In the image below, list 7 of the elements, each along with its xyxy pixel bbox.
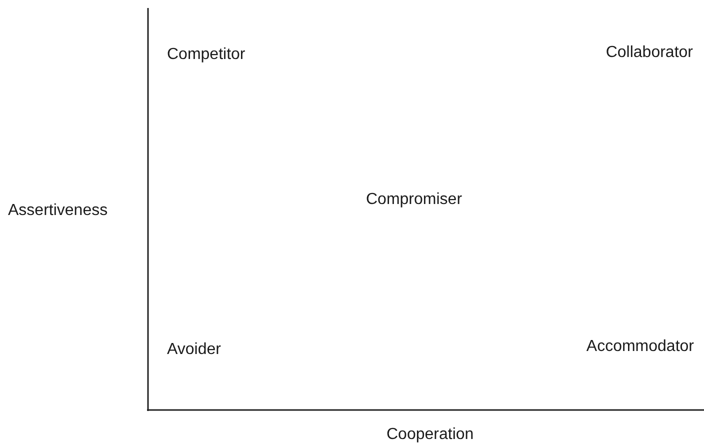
quadrant-label: Avoider [167,340,221,360]
axis-title: Assertiveness [8,201,108,221]
quadrant-label: Competitor [167,45,246,65]
axis-title: Cooperation [386,425,474,445]
quadrant-label: Collaborator [606,43,693,63]
quadrant-label: Accommodator [586,337,694,357]
center-label: Compromiser [366,190,462,210]
